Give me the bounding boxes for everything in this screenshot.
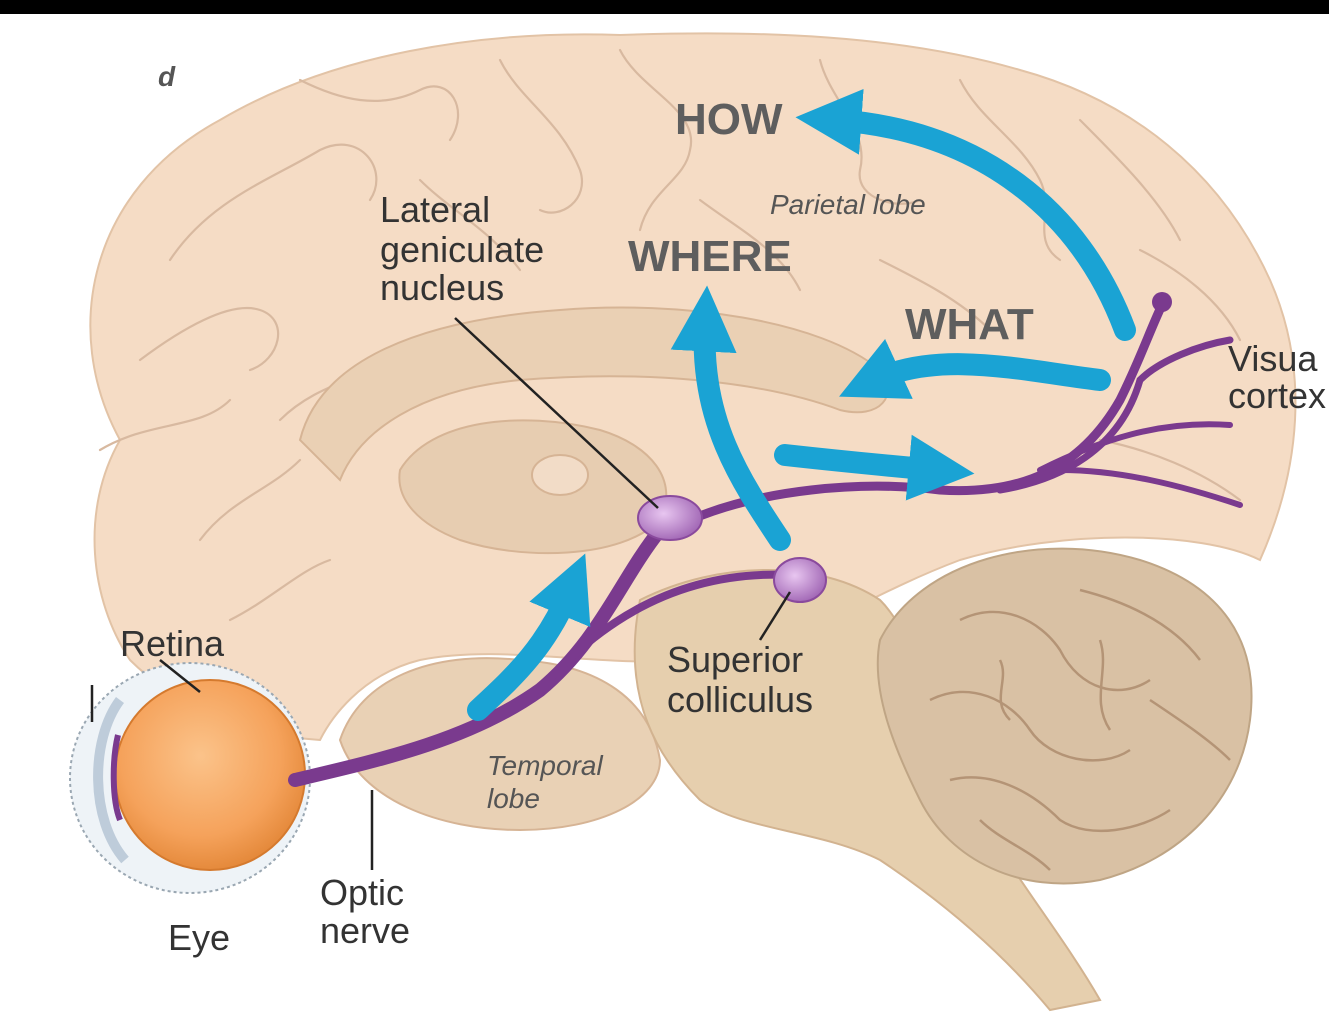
parietal-lobe-label: Parietal lobe: [770, 189, 926, 220]
temporal-lobe-label-line2: lobe: [487, 783, 540, 814]
optic-nerve-label-line2: nerve: [320, 910, 410, 951]
eye-label: Eye: [168, 917, 230, 958]
eye: [70, 663, 310, 893]
temporal-lobe-label-line1: Temporal: [487, 750, 603, 781]
visual-cortex-label-line1: Visua: [1228, 338, 1318, 379]
what-label: WHAT: [905, 300, 1034, 349]
lgn-label-line3: nucleus: [380, 267, 504, 308]
forward-arrow: [785, 455, 935, 470]
superior-colliculus-label-line1: Superior: [667, 639, 803, 680]
where-label: WHERE: [628, 232, 792, 281]
panel-letter: d: [158, 61, 176, 92]
how-label: HOW: [675, 95, 783, 144]
ventricle-detail: [532, 455, 588, 495]
superior-colliculus-label-line2: colliculus: [667, 679, 813, 720]
lgn-label-line2: geniculate: [380, 229, 544, 270]
optic-nerve-label-line1: Optic: [320, 872, 404, 913]
retina-label: Retina: [120, 623, 225, 664]
lateral-geniculate-nucleus: [638, 496, 702, 540]
top-border: [0, 0, 1329, 14]
visual-cortex-label-line2: cortex: [1228, 375, 1326, 416]
superior-colliculus: [774, 558, 826, 602]
lgn-label-line1: Lateral: [380, 189, 490, 230]
